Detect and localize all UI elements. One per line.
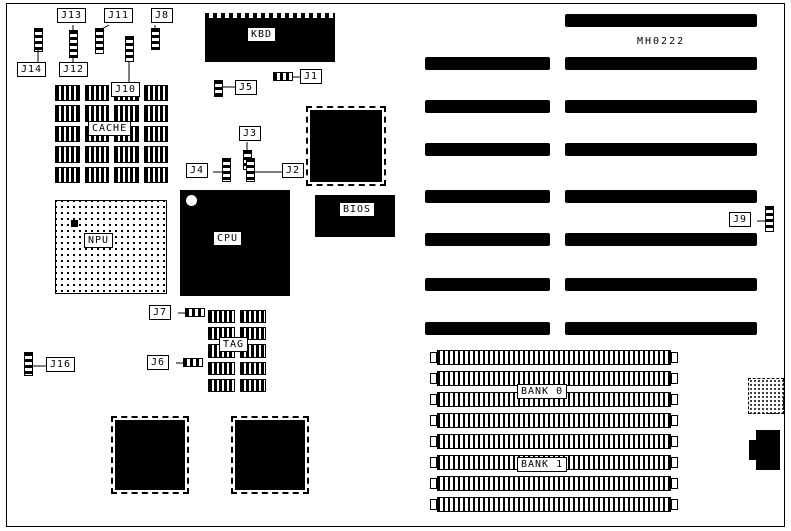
jumper-j5-pins	[214, 80, 223, 97]
expansion-slot	[565, 322, 757, 335]
jumper-j7-pins	[185, 308, 205, 317]
cache-chip	[55, 166, 80, 183]
jumper-j8-pins	[151, 28, 160, 50]
simm-socket	[430, 350, 678, 365]
bank0-label: BANK 0	[517, 384, 568, 399]
cache-chip	[143, 105, 168, 122]
simm-socket	[430, 476, 678, 491]
kbd-chip-pins	[205, 13, 335, 18]
jumper-j6-pins	[183, 358, 203, 367]
tag-chip	[208, 378, 235, 392]
expansion-slot	[425, 57, 550, 70]
tag-chip	[239, 361, 266, 375]
cache-chip	[114, 166, 139, 183]
connector	[756, 430, 780, 470]
cache-chip	[114, 146, 139, 163]
qfp-chip-3	[231, 416, 309, 494]
jumper-j10-pins	[125, 36, 134, 62]
tag-chip	[208, 310, 235, 324]
chip-label-cache: CACHE	[88, 121, 132, 136]
chip-label-cpu: CPU	[213, 231, 243, 246]
jumper-j14-pins	[34, 28, 43, 52]
expansion-slot	[565, 143, 757, 156]
jumper-j1-pins	[273, 72, 293, 81]
expansion-slot	[425, 322, 550, 335]
jumper-j16-pins	[24, 352, 33, 376]
smd-chip-footprint	[748, 378, 784, 414]
cache-chip	[143, 125, 168, 143]
expansion-slot	[565, 14, 757, 27]
board-outline	[6, 3, 785, 527]
npu-socket	[55, 200, 167, 294]
expansion-slot	[565, 233, 757, 246]
qfp-chip-1	[306, 106, 386, 186]
qfp-chip-2	[111, 416, 189, 494]
chip-label-tag: TAG	[219, 337, 249, 352]
jumper-j2-pins	[246, 158, 255, 182]
expansion-slot	[565, 190, 757, 203]
jumper-label-j12: J12	[59, 62, 89, 77]
chip-label-kbd: KBD	[247, 27, 277, 42]
tag-chip	[239, 310, 266, 324]
simm-socket	[430, 413, 678, 428]
jumper-label-j5: J5	[235, 80, 258, 95]
cache-chip	[84, 85, 109, 102]
cache-chip	[84, 166, 109, 183]
jumper-label-j13: J13	[57, 8, 87, 23]
expansion-slot	[565, 100, 757, 113]
tag-chip	[208, 361, 235, 375]
cache-chip	[114, 105, 139, 122]
jumper-j9-pins	[765, 206, 774, 232]
chip-label-bios: BIOS	[339, 202, 376, 217]
jumper-j11-pins	[95, 28, 104, 54]
simm-socket	[430, 497, 678, 512]
jumper-label-j10: J10	[111, 82, 141, 97]
cache-array	[55, 85, 168, 183]
expansion-slot	[425, 190, 550, 203]
tag-array	[208, 310, 266, 392]
expansion-slot	[565, 57, 757, 70]
chip-label-npu: NPU	[84, 233, 114, 248]
jumper-label-j1: J1	[300, 69, 323, 84]
bank1-label: BANK 1	[517, 457, 568, 472]
cache-chip	[55, 105, 80, 122]
cache-chip	[84, 146, 109, 163]
expansion-slot	[425, 233, 550, 246]
cpu-pin1-marker	[186, 195, 197, 206]
expansion-slot	[565, 278, 757, 291]
cache-chip	[84, 105, 109, 122]
cache-chip	[143, 146, 168, 163]
jumper-label-j16: J16	[46, 357, 76, 372]
cache-chip	[143, 166, 168, 183]
jumper-j13-pins	[69, 30, 78, 58]
cache-chip	[55, 146, 80, 163]
expansion-slot	[425, 143, 550, 156]
part-number: MH0222	[637, 36, 686, 47]
npu-pin1-marker	[71, 220, 78, 227]
jumper-j4-pins	[222, 158, 231, 182]
jumper-label-j9: J9	[729, 212, 752, 227]
simm-socket	[430, 434, 678, 449]
cache-chip	[55, 125, 80, 143]
connector-tab	[749, 440, 757, 460]
jumper-label-j2: J2	[282, 163, 305, 178]
jumper-label-j4: J4	[186, 163, 209, 178]
cache-chip	[143, 85, 168, 102]
jumper-label-j7: J7	[149, 305, 172, 320]
jumper-label-j11: J11	[104, 8, 134, 23]
tag-chip	[239, 378, 266, 392]
jumper-label-j3: J3	[239, 126, 262, 141]
cache-chip	[55, 85, 80, 102]
expansion-slot	[425, 100, 550, 113]
expansion-slot	[425, 278, 550, 291]
jumper-label-j8: J8	[151, 8, 174, 23]
jumper-label-j14: J14	[17, 62, 47, 77]
jumper-label-j6: J6	[147, 355, 170, 370]
